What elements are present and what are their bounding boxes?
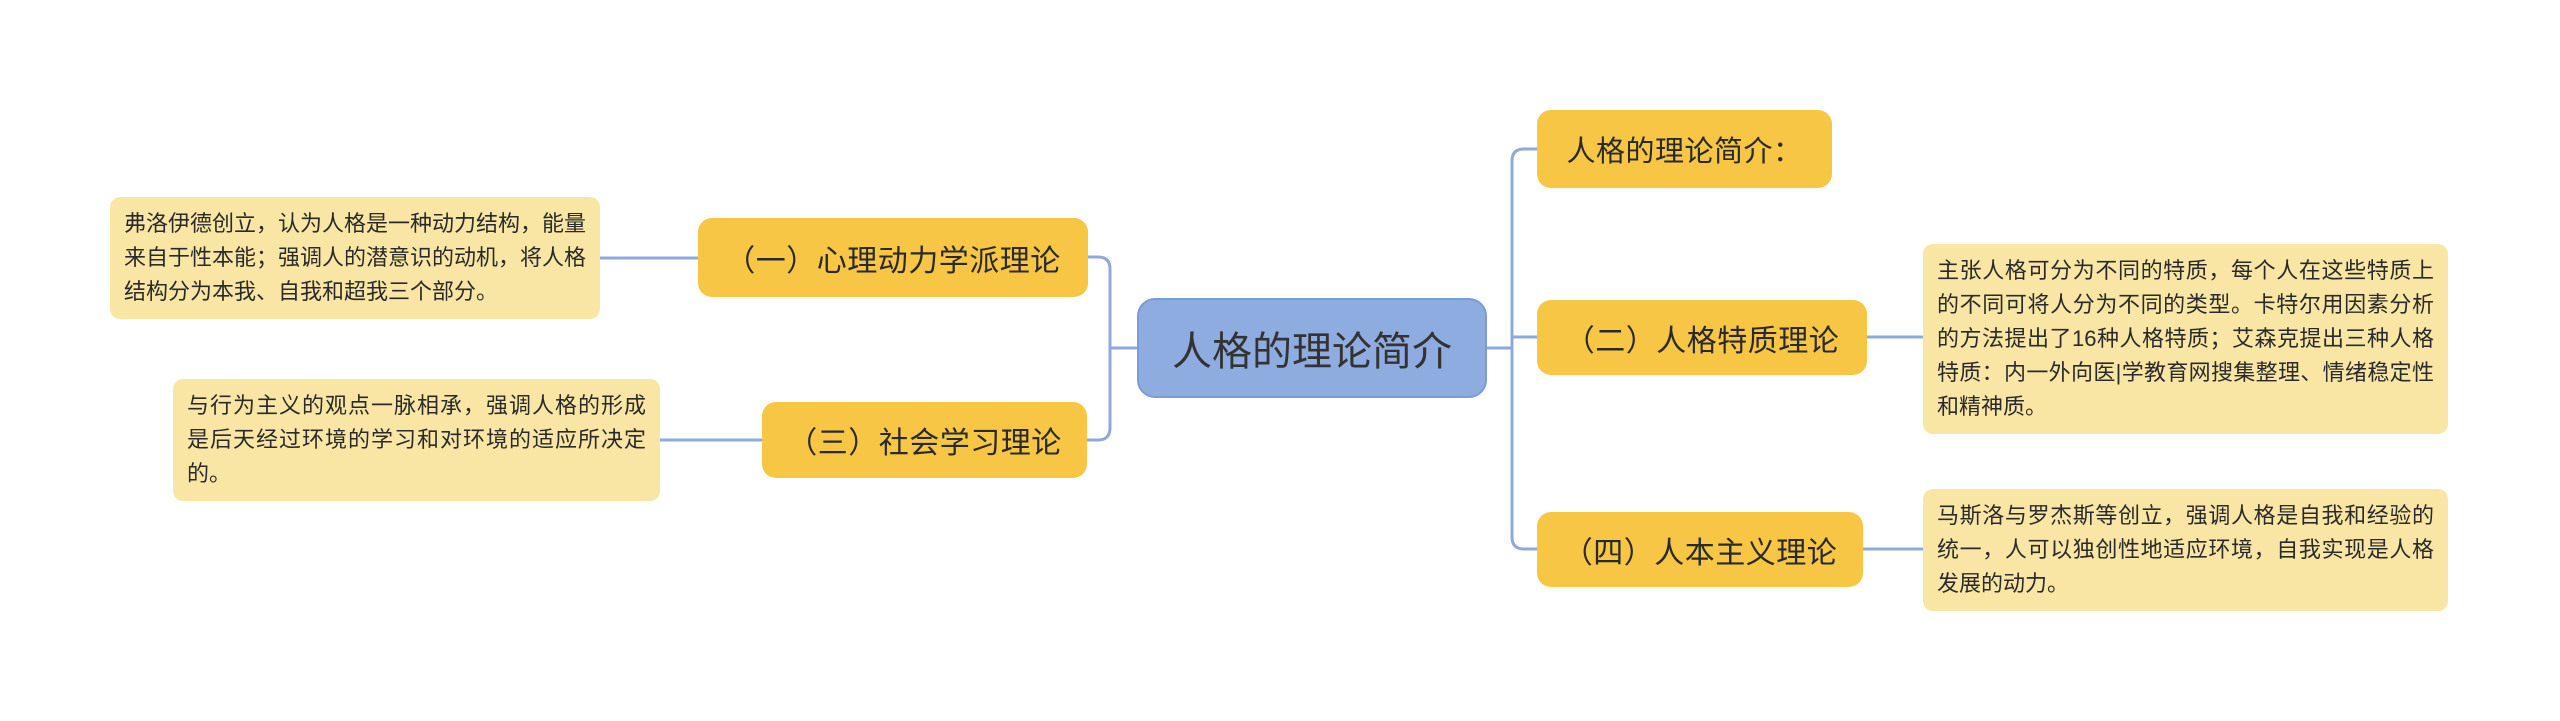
branch-node-psychodynamic-label: （一）心理动力学派理论 [725,244,1061,278]
branch-node-trait-label: （二）人格特质理论 [1564,324,1840,358]
summary-label-node-label: 人格的理论简介： [1566,136,1803,168]
note-trait[interactable]: 主张人格可分为不同的特质，每个人在这些特质上的不同可将人分为不同的类型。卡特尔用… [1923,244,2448,434]
root-node-label: 人格的理论简介 [1172,330,1452,374]
branch-node-humanistic-label: （四）人本主义理论 [1562,536,1838,570]
branch-node-social-learning-label: （三）社会学习理论 [787,427,1062,460]
branch-node-social-learning[interactable]: （三）社会学习理论 [762,402,1087,478]
branch-node-humanistic[interactable]: （四）人本主义理论 [1537,512,1863,587]
note-psychodynamic[interactable]: 弗洛伊德创立，认为人格是一种动力结构，能量来自于性本能；强调人的潜意识的动机，将… [110,197,600,319]
branch-node-psychodynamic[interactable]: （一）心理动力学派理论 [698,218,1088,297]
note-social-learning[interactable]: 与行为主义的观点一脉相承，强调人格的形成是后天经过环境的学习和对环境的适应所决定… [173,379,660,501]
branch-node-trait[interactable]: （二）人格特质理论 [1537,300,1867,375]
note-humanistic[interactable]: 马斯洛与罗杰斯等创立，强调人格是自我和经验的统一，人可以独创性地适应环境，自我实… [1923,489,2448,611]
root-node[interactable]: 人格的理论简介 [1137,298,1487,398]
summary-label-node[interactable]: 人格的理论简介： [1537,110,1832,188]
